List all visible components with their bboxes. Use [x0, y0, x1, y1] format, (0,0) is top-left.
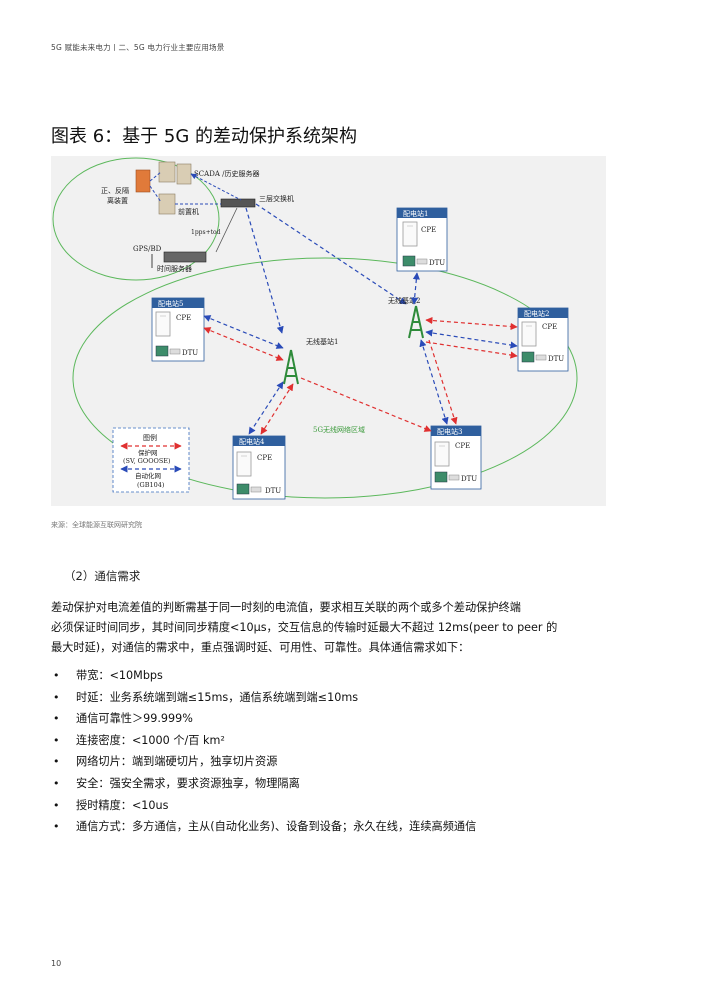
base-station-2-icon [408, 305, 424, 339]
station-5-title: 配电站5 [158, 299, 183, 308]
isolator-label-1: 正、反隔 [101, 186, 129, 195]
page-number: 10 [51, 959, 62, 968]
station-4: 配电站4 CPE DTU [232, 435, 286, 500]
bs1-label: 无线基站1 [306, 337, 338, 346]
list-item: 连接密度：<1000 个/百 km² [51, 730, 611, 752]
dtu-label: DTU [548, 355, 564, 363]
list-item: 通信方式：多方通信，主从(自动化业务)、设备到设备；永久在线，连续高频通信 [51, 816, 611, 838]
frontend-server-icon [158, 193, 176, 215]
dtu-label: DTU [182, 349, 198, 357]
station-2: 配电站2 CPE DTU [517, 307, 569, 372]
switch-label: 三层交换机 [259, 194, 294, 203]
legend-protection-1: 保护网 [138, 448, 158, 457]
station-3-title: 配电站3 [437, 427, 462, 436]
body-paragraph: 差动保护对电流差值的判断需基于同一时刻的电流值，要求相互关联的两个或多个差动保护… [51, 598, 611, 658]
scada-label: SCADA /历史服务器 [194, 169, 259, 178]
network-area-ellipse [72, 257, 578, 499]
isolator-icon [135, 169, 151, 193]
station-4-title: 配电站4 [239, 437, 265, 446]
dtu-label: DTU [429, 259, 445, 267]
figure-source: 来源：全球能源互联网研究院 [51, 521, 142, 529]
frontend-label: 前置机 [178, 207, 199, 216]
isolator-label-2: 离装置 [107, 196, 128, 205]
section-heading: （2）通信需求 [64, 569, 141, 583]
station-1-title: 配电站1 [403, 209, 428, 218]
dtu-label: DTU [461, 475, 477, 483]
list-item: 通信可靠性＞99.999% [51, 708, 611, 730]
station-5: 配电站5 CPE DTU [151, 297, 205, 362]
legend: 图例 保护网 (SV, GOOOSE) 自动化网 (GB104) [112, 427, 190, 493]
paragraph-line: 最大时延)，对通信的需求中，重点强调时延、可用性、可靠性。具体通信需求如下： [51, 641, 470, 654]
base-station-1-icon [283, 349, 299, 385]
station-1: 配电站1 CPE DTU [396, 207, 448, 272]
scada-server-icon [158, 161, 192, 185]
time-server-icon [163, 251, 207, 263]
legend-title: 图例 [143, 433, 157, 442]
architecture-diagram: SCADA /历史服务器 正、反隔 离装置 前置机 三层交换机 1pps+tod… [51, 156, 606, 506]
dtu-label: DTU [265, 487, 281, 495]
list-item: 授时精度：<10us [51, 795, 611, 817]
paragraph-line: 差动保护对电流差值的判断需基于同一时刻的电流值，要求相互关联的两个或多个差动保护… [51, 601, 521, 614]
cpe-label: CPE [176, 314, 191, 322]
legend-protection-2: (SV, GOOOSE) [123, 457, 171, 465]
legend-automation-1: 自动化网 [135, 471, 161, 480]
cpe-label: CPE [542, 323, 557, 331]
list-item: 网络切片：端到端硬切片，独享切片资源 [51, 751, 611, 773]
network-area-label: 5G无线网络区域 [313, 425, 365, 434]
bs2-label: 无线基站2 [388, 296, 420, 305]
control-center-area [52, 157, 220, 281]
requirements-list: 带宽：<10Mbps 时延：业务系统端到端≤15ms，通信系统端到端≤10ms … [51, 665, 611, 838]
legend-automation-2: (GB104) [137, 481, 165, 489]
switch-icon [220, 198, 256, 208]
cpe-label: CPE [421, 226, 436, 234]
gps-label: GPS/BD [133, 245, 162, 253]
running-header: 5G 赋能未来电力丨二、5G 电力行业主要应用场景 [51, 43, 225, 52]
pps-label: 1pps+tod [191, 229, 221, 236]
time-server-label: 时间服务器 [157, 264, 192, 273]
paragraph-line: 必须保证时间同步，其时间同步精度<10μs，交互信息的传输时延最大不超过 12m… [51, 621, 558, 634]
cpe-label: CPE [455, 442, 470, 450]
cpe-label: CPE [257, 454, 272, 462]
list-item: 安全：强安全需求，要求资源独享，物理隔离 [51, 773, 611, 795]
figure-title: 图表 6：基于 5G 的差动保护系统架构 [51, 126, 358, 147]
station-3: 配电站3 CPE DTU [430, 425, 482, 490]
station-2-title: 配电站2 [524, 309, 549, 318]
list-item: 带宽：<10Mbps [51, 665, 611, 687]
list-item: 时延：业务系统端到端≤15ms，通信系统端到端≤10ms [51, 687, 611, 709]
